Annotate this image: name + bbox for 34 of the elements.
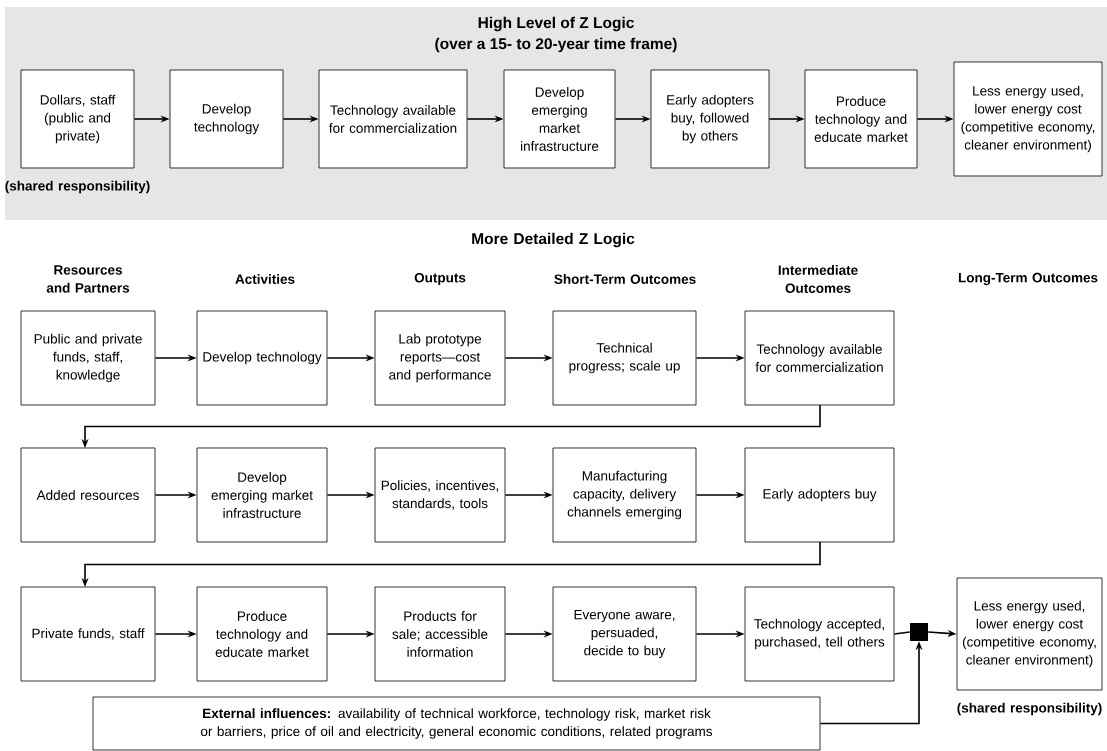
- process-box: Products for sale; accessible information: [374, 586, 506, 682]
- process-box: Everyone aware, persuaded, decide to buy: [552, 586, 697, 682]
- process-box: Produce technology and educate market: [196, 586, 328, 682]
- column-heading: Short-Term Outcomes: [554, 274, 696, 284]
- beside-note: (shared responsibility): [957, 702, 1102, 716]
- note-box: External influences: availability of technical workforce, technology risk, market risk or barriers, price of oil and electricity, general economic conditions, related programs: [92, 696, 821, 751]
- process-box: Develop emerging market infrastructure: [196, 447, 328, 543]
- process-box: Technical progress; scale up: [552, 310, 697, 406]
- process-box: Policies, incentives, standards, tools: [374, 447, 506, 543]
- process-box: Dollars, staff (public and private): [20, 69, 135, 169]
- junction-square: [910, 623, 928, 641]
- process-box: Develop technology: [169, 69, 284, 169]
- process-box: Technology available for commercialization: [318, 69, 468, 169]
- process-box: Technology available for commercialization: [744, 310, 895, 406]
- column-heading: Activities: [235, 274, 295, 284]
- column-heading: Outputs: [414, 272, 466, 286]
- process-box: Manufacturing capacity, delivery channels emerging: [552, 447, 697, 543]
- column-heading: Intermediate Outcomes: [778, 265, 858, 293]
- section-heading: More Detailed Z Logic: [472, 232, 635, 248]
- process-box: Develop technology: [196, 310, 328, 406]
- process-box: Develop emerging market infrastructure: [503, 69, 616, 169]
- process-box: Technology accepted, purchased, tell others: [744, 586, 895, 682]
- process-box: Public and private funds, staff, knowledge: [20, 310, 156, 406]
- column-heading: Resources and Partners: [46, 265, 130, 293]
- process-box: Produce technology and educate market: [804, 69, 918, 169]
- process-box: Less energy used, lower energy cost (competitive economy, cleaner environment): [953, 61, 1103, 177]
- process-box: Lab prototype reports—cost and performance: [374, 310, 506, 406]
- process-box: Early adopters buy: [744, 447, 895, 543]
- beside-note: (shared responsibility): [5, 180, 150, 194]
- process-box: Early adopters buy, followed by others: [650, 69, 770, 169]
- process-box: Less energy used, lower energy cost (competitive economy, cleaner environment): [956, 577, 1103, 691]
- process-box: Added resources: [20, 447, 156, 543]
- process-box: Private funds, staff: [20, 586, 156, 682]
- column-heading: Long-Term Outcomes: [958, 272, 1098, 286]
